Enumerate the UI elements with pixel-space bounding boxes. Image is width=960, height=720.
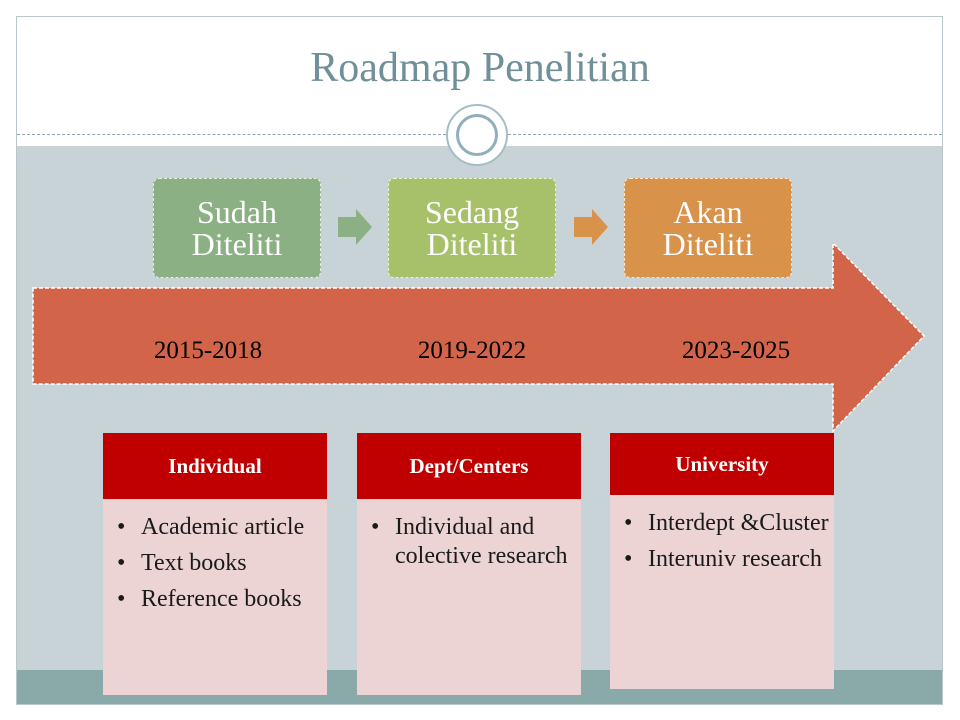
timeline-year-1: 2015-2018 [153,337,263,364]
arrow-right-icon [574,209,608,245]
card-list: Individual and colective research [357,499,581,571]
list-item: Interuniv research [624,545,834,574]
card-list: Interdept &Cluster Interuniv research [610,495,834,574]
arrow-right-icon [338,209,372,245]
stage-label-line2: Diteliti [662,226,754,262]
timeline-arrow-shape [32,241,926,433]
card-header: Dept/Centers [357,433,581,499]
list-item: Individual and colective research [371,513,581,571]
list-item: Text books [117,549,327,578]
list-item: Reference books [117,585,327,614]
stage-label-line1: Akan [673,194,743,230]
card-list: Academic article Text books Reference bo… [103,499,327,614]
card-header: Individual [103,433,327,499]
card-dept-centers: Dept/Centers Individual and colective re… [357,433,581,695]
card-individual: Individual Academic article Text books R… [103,433,327,695]
list-item: Interdept &Cluster [624,509,834,538]
slide-title: Roadmap Penelitian [310,45,650,91]
list-item: Academic article [117,513,327,542]
timeline-year-3: 2023-2025 [681,337,791,364]
stage-label-line2: Diteliti [191,226,283,262]
stage-label-line1: Sudah [197,194,277,230]
card-header: University [610,433,834,495]
timeline-year-2: 2019-2022 [417,337,527,364]
card-university: University Interdept &Cluster Interuniv … [610,433,834,689]
stage-label-line2: Diteliti [426,226,518,262]
ring-ornament-icon [446,104,508,166]
stage-label-line1: Sedang [424,194,520,230]
